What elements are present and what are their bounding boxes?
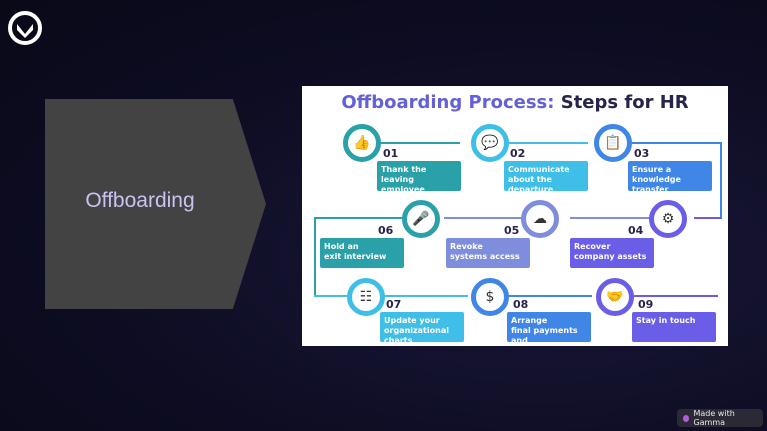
step-box: Communicate about the departure [504, 161, 588, 194]
step-number: 01 [383, 147, 399, 160]
made-with-gamma-badge[interactable]: Made with Gamma [677, 409, 763, 427]
step-number: 03 [634, 147, 650, 160]
step-box: Update your organizational charts [380, 312, 464, 345]
app-logo-icon[interactable] [7, 10, 43, 46]
step-number: 02 [510, 147, 526, 160]
step-number: 05 [504, 224, 520, 237]
org-chart-icon: ☷ [347, 278, 385, 316]
step-number: 04 [628, 224, 644, 237]
step-box: Recover company assets [570, 238, 654, 268]
step-box: Arrange final payments and benefits [507, 312, 591, 345]
step-box: Stay in touch [632, 312, 716, 342]
step-number: 08 [513, 298, 529, 311]
section-shape: Offboarding [45, 99, 266, 309]
step-box: Ensure a knowledge transfer [628, 161, 712, 194]
step-box: Revoke systems access [446, 238, 530, 268]
gamma-icon [683, 414, 690, 422]
step-number: 09 [638, 298, 654, 311]
cloud-key-icon: ☁ [521, 200, 559, 238]
step-number: 07 [386, 298, 402, 311]
step-number: 06 [378, 224, 394, 237]
assets-icon: ⚙ [649, 200, 687, 238]
slide-heading: Offboarding [85, 189, 195, 212]
infographic-title: Offboarding Process: Steps for HR [341, 92, 689, 113]
step-box: Thank the leaving employee [377, 161, 461, 194]
handshake-icon: 🤝 [596, 278, 634, 316]
conversation-icon: 💬 [471, 124, 509, 162]
thumbs-up-icon: 👍 [343, 124, 381, 162]
step-box: Hold an exit interview [320, 238, 404, 268]
knowledge-transfer-icon: 📋 [594, 124, 632, 162]
interview-icon: 🎤 [402, 200, 440, 238]
payment-icon: $ [471, 278, 509, 316]
